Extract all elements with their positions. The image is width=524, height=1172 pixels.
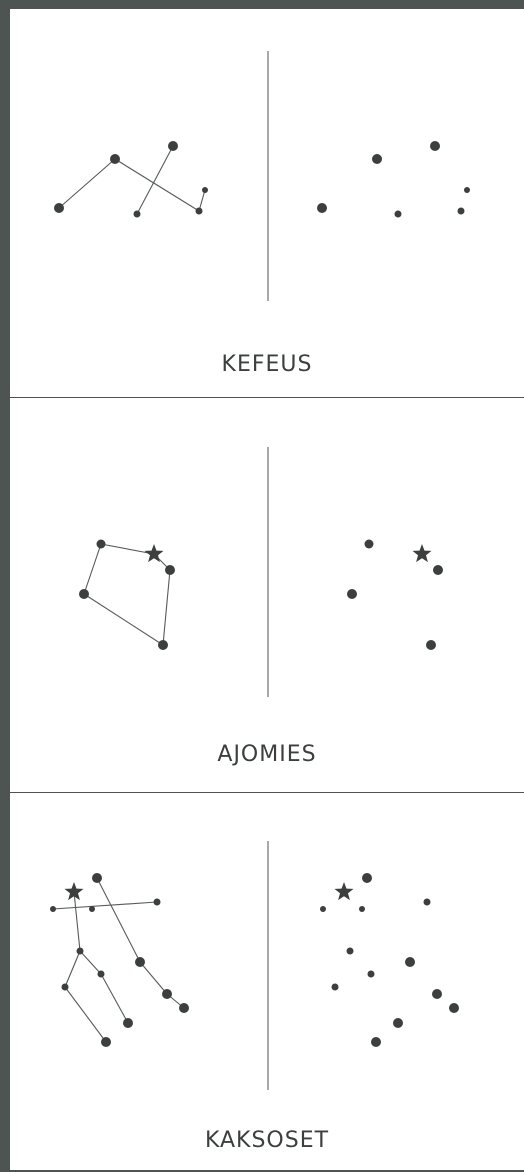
star-dot (77, 948, 84, 955)
section-divider (10, 792, 524, 793)
constellation-label-kaksoset: KAKSOSET (10, 1127, 524, 1155)
constellation-label-ajomies: AJOMIES (10, 741, 524, 769)
constellation-line (97, 878, 140, 962)
star-dot (158, 640, 168, 650)
bright-star-icon (412, 544, 431, 562)
star-dot (405, 957, 415, 967)
star-dot (110, 154, 120, 164)
star-dot (371, 1037, 381, 1047)
star-dot (393, 1018, 403, 1028)
star-dot (347, 589, 357, 599)
star-dot (395, 211, 402, 218)
star-dot (62, 984, 69, 991)
star-dot (134, 211, 141, 218)
star-dot (79, 589, 89, 599)
star-dot (154, 899, 161, 906)
star-dot (433, 565, 443, 575)
constellation-line (59, 159, 115, 208)
star-dot (372, 154, 382, 164)
constellation-label-kefeus: KEFEUS (10, 351, 524, 379)
section-divider (10, 397, 524, 398)
constellation-line (137, 146, 173, 214)
star-dot (332, 984, 339, 991)
constellation-line (115, 159, 199, 211)
star-dot (359, 906, 365, 912)
star-dot (179, 1003, 189, 1013)
star-dot (464, 187, 470, 193)
star-dot (458, 208, 465, 215)
constellation-line (74, 892, 80, 951)
star-dot (196, 208, 203, 215)
constellation-line (84, 544, 101, 594)
star-dot (165, 565, 175, 575)
bright-star-icon (144, 544, 163, 562)
star-dot (368, 971, 375, 978)
constellation-line (101, 974, 128, 1023)
star-dot (89, 906, 95, 912)
star-dot (101, 1037, 111, 1047)
star-dot (97, 540, 106, 549)
star-dot (317, 203, 327, 213)
star-dot (320, 906, 326, 912)
constellation-line (84, 594, 163, 645)
constellation-line (53, 902, 157, 909)
star-dot (430, 141, 440, 151)
star-dot (365, 540, 374, 549)
constellation-line (65, 951, 80, 987)
star-dot (168, 141, 178, 151)
constellation-line (140, 962, 167, 994)
constellation-line (65, 987, 106, 1042)
constellation-line (163, 570, 170, 645)
star-dot (50, 906, 56, 912)
star-dot (347, 948, 354, 955)
constellation-line (80, 951, 101, 974)
star-dot (135, 957, 145, 967)
star-dot (432, 989, 442, 999)
star-dot (92, 873, 102, 883)
star-dot (426, 640, 436, 650)
star-dot (98, 971, 105, 978)
star-dot (162, 989, 172, 999)
star-dot (123, 1018, 133, 1028)
star-dot (424, 899, 431, 906)
star-dot (362, 873, 372, 883)
star-dot (54, 203, 64, 213)
bright-star-icon (334, 882, 353, 900)
star-dot (449, 1003, 459, 1013)
constellation-line (101, 544, 154, 554)
star-dot (202, 187, 208, 193)
